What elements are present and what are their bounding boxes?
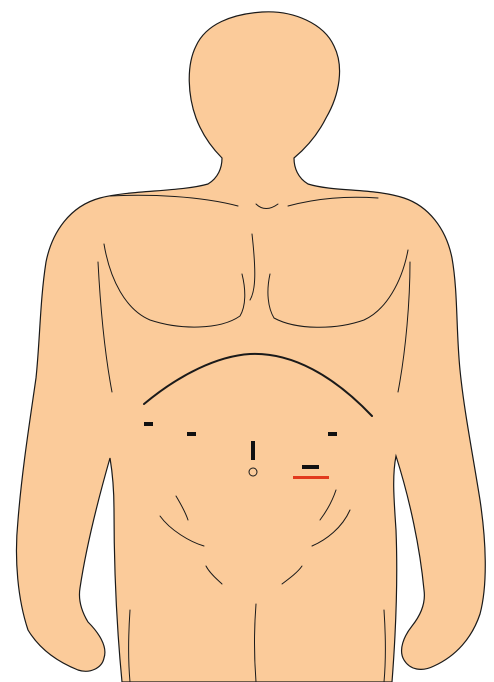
port-right-lower <box>302 465 319 469</box>
port-left-medial <box>187 432 196 436</box>
port-left-lateral <box>144 422 153 426</box>
port-umbilical <box>251 441 255 460</box>
extraction-incision <box>293 476 329 479</box>
port-right-medial <box>328 432 337 436</box>
